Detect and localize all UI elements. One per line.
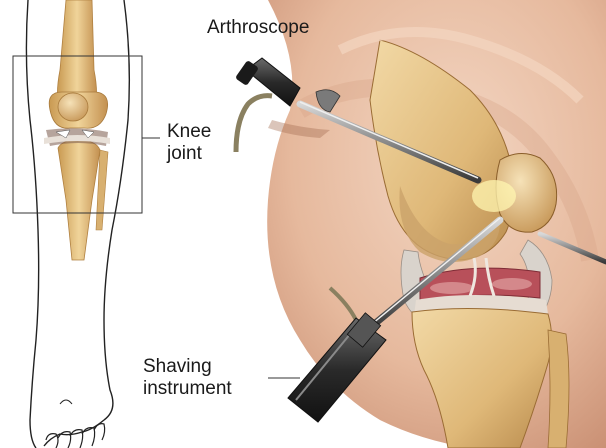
leg-outline: [26, 0, 129, 448]
shaving-instrument-label-line1: Shaving: [143, 356, 232, 378]
patella-small: [58, 93, 88, 121]
shaving-instrument-label: Shaving instrument: [143, 356, 232, 400]
knee-joint-label-line2: joint: [167, 143, 211, 165]
knee-joint-label-line1: Knee: [167, 121, 211, 143]
fibula: [548, 330, 569, 448]
shaving-instrument-label-line2: instrument: [143, 378, 232, 400]
scope-light-spot: [472, 180, 516, 212]
arthroscope-cable: [236, 96, 272, 152]
arthroscope-label: Arthroscope: [207, 17, 309, 39]
knee-joint-label: Knee joint: [167, 121, 211, 165]
leg-outline-right: [104, 0, 129, 420]
tibia-small: [58, 140, 100, 260]
leg-outline-left: [26, 0, 38, 448]
